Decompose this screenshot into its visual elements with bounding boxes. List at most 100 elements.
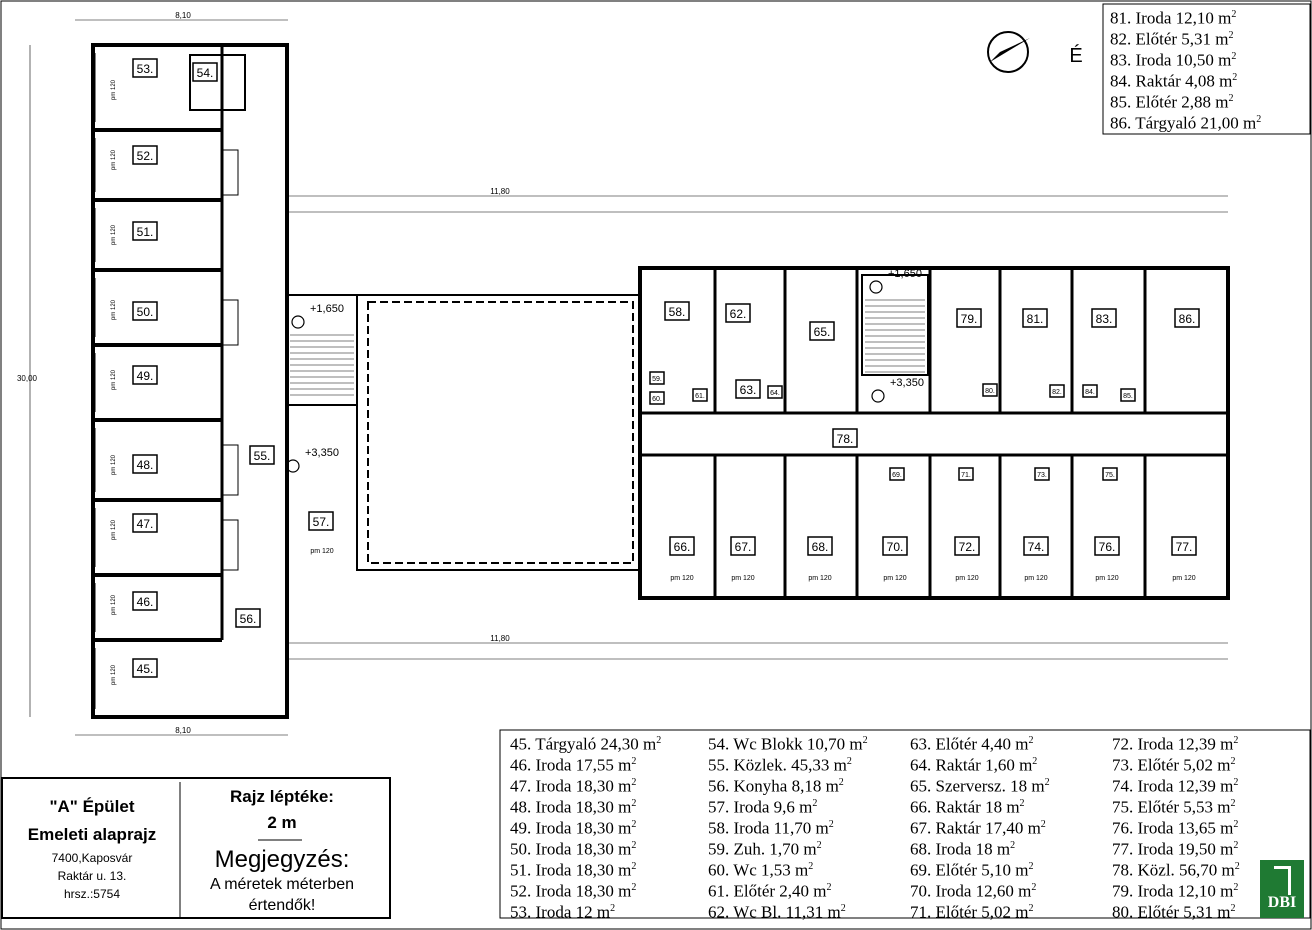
room-label-box <box>1022 308 1048 328</box>
room-label-box <box>725 303 751 323</box>
area-unit-superscript: 2 <box>1230 903 1236 914</box>
bottom-legend-item: 65. Szerversz. 18 m2 <box>910 772 1050 797</box>
room-label-box <box>692 388 708 402</box>
room-number: 78. <box>837 432 854 446</box>
room-number: 85. <box>1123 393 1133 400</box>
room-number: 84. <box>1085 389 1095 396</box>
room-label-box <box>192 62 218 82</box>
top-legend-item: 81. Iroda 12,10 m2 <box>1110 4 1236 29</box>
area-unit-superscript: 2 <box>862 735 868 746</box>
room-number: 63. <box>740 383 757 397</box>
bottom-legend-item: 47. Iroda 18,30 m2 <box>510 772 636 797</box>
area-unit-superscript: 2 <box>631 819 637 830</box>
window-label: pm 120 <box>111 664 117 685</box>
bottom-legend-item: 78. Közl. 56,70 m2 <box>1112 856 1240 881</box>
level-mark: +1,650 <box>310 303 344 315</box>
legend-text: 53. Iroda 12 m <box>510 902 611 922</box>
room-label-box <box>735 379 761 399</box>
area-unit-superscript: 2 <box>838 777 844 788</box>
area-unit-superscript: 2 <box>808 861 814 872</box>
area-unit-superscript: 2 <box>631 840 637 851</box>
room-number: 56. <box>240 612 257 626</box>
area-unit-superscript: 2 <box>816 840 822 851</box>
window-label: pm 120 <box>111 79 117 100</box>
level-symbol <box>291 315 305 329</box>
level-mark: +3,350 <box>305 447 339 459</box>
legend-text: 48. Iroda 18,30 m <box>510 797 632 817</box>
room-number: 80. <box>985 388 995 395</box>
bottom-legend-item: 55. Közlek. 45,33 m2 <box>708 751 852 776</box>
area-unit-superscript: 2 <box>1010 840 1016 851</box>
legend-text: 80. Előtér 5,31 m <box>1112 902 1231 922</box>
bottom-legend-item: 72. Iroda 12,39 m2 <box>1112 730 1238 755</box>
shaft <box>221 149 239 196</box>
area-unit-superscript: 2 <box>1231 51 1237 62</box>
legend-text: 84. Raktár 4,08 m <box>1110 71 1233 91</box>
courtyard-dashed <box>367 301 634 564</box>
room-number: 82. <box>1052 389 1062 396</box>
legend-text: 54. Wc Blokk 10,70 m <box>708 734 863 754</box>
window-label: pm 120 <box>1095 575 1118 582</box>
room-label-box <box>807 536 833 556</box>
legend-text: 65. Szerversz. 18 m <box>910 776 1045 796</box>
area-unit-superscript: 2 <box>840 903 846 914</box>
legend-text: 51. Iroda 18,30 m <box>510 860 632 880</box>
room-label-box <box>132 145 158 165</box>
room-number: 45. <box>137 662 154 676</box>
legend-text: 81. Iroda 12,10 m <box>1110 8 1232 28</box>
room-number: 73. <box>1037 472 1047 479</box>
room-number: 66. <box>674 540 691 554</box>
legend-text: 64. Raktár 1,60 m <box>910 755 1033 775</box>
title-block-frame <box>1 777 391 919</box>
room-number: 69. <box>892 472 902 479</box>
room-label-box <box>1082 384 1098 398</box>
legend-text: 56. Konyha 8,18 m <box>708 776 839 796</box>
legend-text: 68. Iroda 18 m <box>910 839 1011 859</box>
legend-text: 61. Előtér 2,40 m <box>708 881 827 901</box>
level-mark: +3,350 <box>890 377 924 389</box>
area-unit-superscript: 2 <box>1256 114 1262 125</box>
room-label-box <box>132 658 158 678</box>
room-label-box <box>132 221 158 241</box>
room-label-box <box>730 536 756 556</box>
area-unit-superscript: 2 <box>1233 840 1239 851</box>
top-legend-item: 86. Tárgyaló 21,00 m2 <box>1110 109 1261 134</box>
room-label-box <box>649 391 665 405</box>
level-symbol <box>869 280 883 294</box>
room-label-box <box>889 467 905 481</box>
room-number: 53. <box>137 62 154 76</box>
legend-text: 71. Előtér 5,02 m <box>910 902 1029 922</box>
room-label-box <box>1102 467 1118 481</box>
legend-text: 86. Tárgyaló 21,00 m <box>1110 113 1257 133</box>
room-label-box <box>882 536 908 556</box>
window-label: pm 120 <box>808 575 831 582</box>
window-label: pm 120 <box>111 149 117 170</box>
legend-text: 62. Wc Bl. 11,31 m <box>708 902 841 922</box>
area-unit-superscript: 2 <box>631 798 637 809</box>
area-unit-superscript: 2 <box>812 798 818 809</box>
bottom-legend-item: 79. Iroda 12,10 m2 <box>1112 877 1238 902</box>
right-wing-outer-wall <box>638 266 1230 600</box>
room-label-box <box>809 321 835 341</box>
room-label-box <box>1174 308 1200 328</box>
shaft <box>221 519 239 571</box>
room-number: 83. <box>1096 312 1113 326</box>
bottom-legend-item: 75. Előtér 5,53 m2 <box>1112 793 1236 818</box>
area-unit-superscript: 2 <box>1233 882 1239 893</box>
dimension-text: 11,80 <box>490 187 510 196</box>
area-unit-superscript: 2 <box>1231 9 1237 20</box>
courtyard-outer <box>356 294 641 571</box>
legend-text: 63. Előtér 4,40 m <box>910 734 1029 754</box>
legend-text: 67. Raktár 17,40 m <box>910 818 1041 838</box>
area-unit-superscript: 2 <box>1233 777 1239 788</box>
room-label-box <box>132 365 158 385</box>
room-number: 75. <box>1105 472 1115 479</box>
bottom-legend-item: 61. Előtér 2,40 m2 <box>708 877 832 902</box>
area-unit-superscript: 2 <box>631 777 637 788</box>
bottom-legend-item: 76. Iroda 13,65 m2 <box>1112 814 1238 839</box>
top-legend-frame <box>1102 3 1311 135</box>
window-label: pm 120 <box>111 224 117 245</box>
area-unit-superscript: 2 <box>631 756 637 767</box>
room-label-box <box>649 371 665 385</box>
